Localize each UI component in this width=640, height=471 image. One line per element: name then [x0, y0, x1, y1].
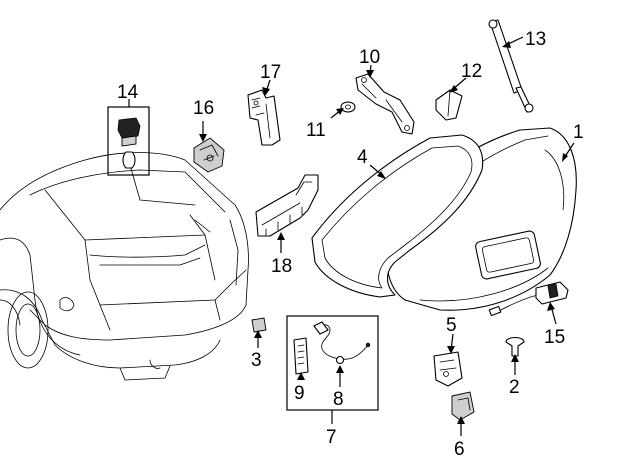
- arrow-10: [366, 70, 374, 78]
- part-trunk-inner-panel: [311, 134, 484, 298]
- callout-14: 14: [117, 82, 139, 103]
- callout-1: 1: [573, 122, 584, 143]
- callout-9: 9: [294, 383, 305, 404]
- part-17-hinge: [247, 89, 281, 146]
- callout-18: 18: [271, 256, 292, 277]
- part-3-clip: [251, 317, 267, 333]
- callout-16: 16: [193, 98, 214, 119]
- arrow-13: [502, 41, 511, 48]
- arrow-16: [199, 134, 207, 142]
- callout-15: 15: [544, 327, 565, 348]
- part-10-hinge-arm: [355, 73, 415, 135]
- part-14-lamp-box: [107, 106, 150, 176]
- arrow-5: [447, 346, 455, 354]
- callout-7: 7: [326, 427, 337, 448]
- callout-5: 5: [446, 315, 457, 336]
- callout-3: 3: [251, 350, 262, 371]
- part-11-washer: [340, 101, 356, 113]
- arrow-11: [336, 108, 344, 115]
- part-5-latch: [433, 351, 463, 387]
- part-12-bumper: [435, 89, 463, 121]
- callout-13: 13: [525, 29, 546, 50]
- part-13-gas-strut: [488, 19, 534, 113]
- arrow-3: [254, 330, 262, 338]
- callout-8: 8: [333, 389, 344, 410]
- part-16-actuator: [193, 137, 225, 173]
- part-7-cable-box: [286, 315, 379, 411]
- callout-12: 12: [461, 61, 482, 82]
- vehicle-rear-illustration: [0, 152, 249, 381]
- part-6-striker: [451, 391, 475, 421]
- arrow-4: [377, 171, 386, 179]
- part-18-bracket: [255, 174, 319, 237]
- arrow-18: [277, 232, 285, 240]
- callout-4: 4: [357, 147, 368, 168]
- arrow-8: [336, 365, 344, 373]
- callout-6: 6: [454, 439, 465, 460]
- arrow-15: [547, 302, 555, 311]
- callout-11: 11: [306, 120, 326, 141]
- callout-2: 2: [509, 377, 520, 398]
- arrow-9: [297, 372, 305, 380]
- callout-17: 17: [260, 62, 281, 83]
- part-15-switch-harness: [488, 281, 569, 317]
- part-trunk-lid: [379, 127, 577, 311]
- callout-10: 10: [359, 47, 380, 68]
- arrow-17: [262, 87, 270, 96]
- part-2-clip: [505, 336, 525, 357]
- arrow-6: [457, 416, 465, 424]
- arrow-12: [449, 85, 458, 93]
- arrow-2: [511, 354, 519, 362]
- arrow-1: [562, 153, 568, 162]
